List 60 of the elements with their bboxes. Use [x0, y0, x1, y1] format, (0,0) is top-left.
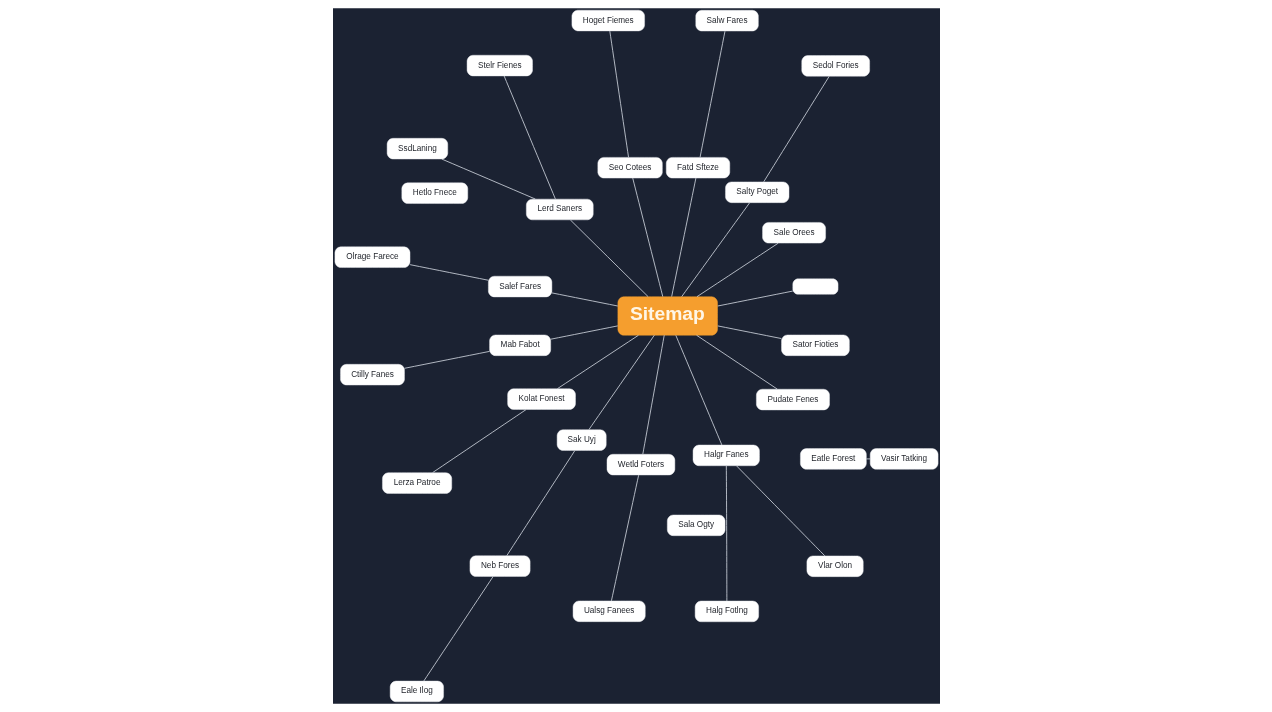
connector — [716, 325, 782, 339]
node-box: Hetlo Fnece — [401, 182, 468, 204]
connector — [735, 465, 825, 557]
node-box: Pudate Fenes — [755, 389, 830, 411]
connector — [641, 334, 665, 455]
node-box: Sala Ogty — [666, 514, 725, 536]
connector — [409, 264, 489, 281]
connector — [551, 292, 618, 307]
connector — [556, 334, 639, 390]
node-box: Stelr Fienes — [466, 55, 533, 77]
connector — [588, 334, 655, 430]
connector — [674, 334, 722, 446]
node-box: Salw Fares — [695, 10, 759, 32]
node-box: SsdLaning — [386, 138, 448, 160]
connector — [670, 177, 696, 298]
node-box: Eale Ilog — [389, 680, 444, 703]
node-box: Mab Fabot — [488, 334, 551, 356]
node-box: Ualsg Fanees — [572, 600, 645, 622]
connector — [696, 242, 779, 298]
node-box: Halgr Fanes — [692, 444, 760, 466]
connector — [680, 202, 750, 298]
node-box: Vasir Tatking — [869, 448, 938, 470]
node-box: Vlar Olon — [806, 555, 863, 577]
connector — [610, 474, 639, 602]
connector — [725, 465, 727, 602]
node-box: Sale Orees — [761, 222, 826, 244]
node-box: Salef Fares — [487, 276, 552, 298]
connector — [631, 177, 663, 298]
node-box: Sak Uyj — [556, 429, 606, 451]
connector — [865, 458, 870, 460]
node-box: Kolat Fonest — [506, 388, 576, 410]
node-box: Eatle Forest — [799, 448, 867, 470]
node-box: Neb Fores — [469, 555, 530, 577]
connector — [762, 75, 830, 183]
connector — [431, 409, 527, 474]
connector — [569, 219, 649, 298]
node-box: Salty Poget — [724, 181, 789, 203]
node-box: Ctilly Fanes — [339, 364, 405, 386]
node-box: Lerza Patroe — [381, 472, 452, 494]
node-box: Hoget Fiemes — [571, 9, 645, 32]
node-box: Seo Cotees — [597, 157, 663, 179]
connector — [440, 158, 536, 200]
node-box: Sator Fioties — [780, 334, 850, 356]
connector — [716, 290, 793, 307]
connector — [422, 576, 493, 682]
connector — [549, 325, 618, 340]
connector — [403, 350, 490, 369]
node-box — [792, 278, 838, 295]
connector — [505, 450, 575, 557]
node-box: Sedol Fories — [801, 55, 870, 77]
node-box: Olrage Farece — [334, 246, 410, 268]
node-box: Lerd Saners — [525, 198, 593, 221]
connector — [608, 30, 629, 158]
node-box: Wetld Foters — [606, 454, 675, 476]
connector — [503, 75, 556, 200]
connector — [699, 30, 725, 158]
node-box: Sitemap — [617, 296, 718, 336]
node-box: Halg Fotlng — [694, 600, 759, 622]
node-box: Fatd Sfteze — [665, 157, 730, 179]
connector — [695, 334, 778, 390]
